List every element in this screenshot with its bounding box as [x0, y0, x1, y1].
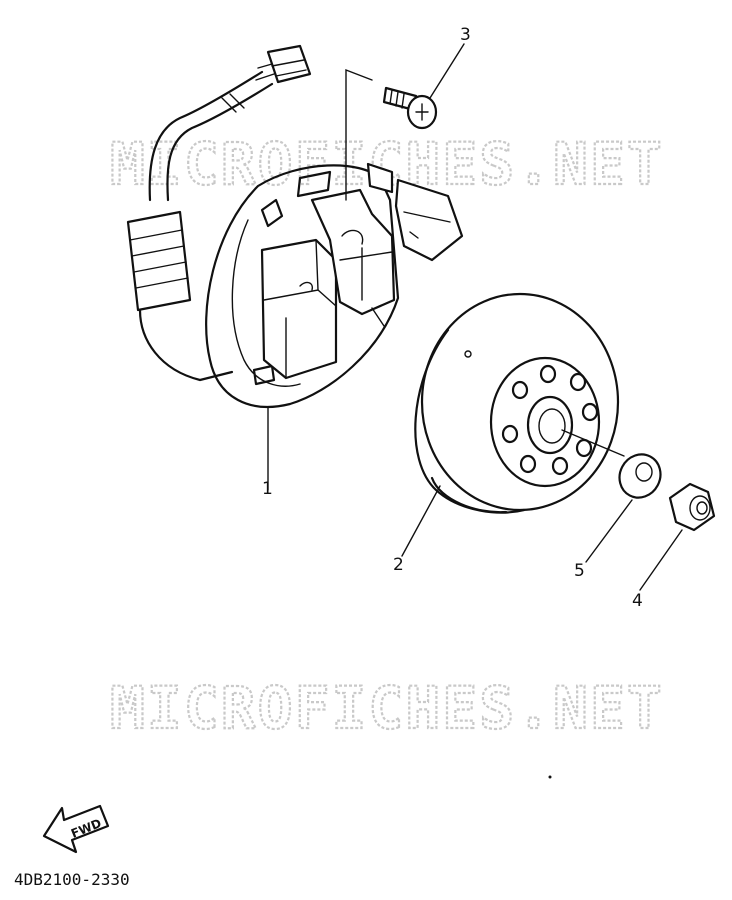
flywheel-rotor [401, 292, 625, 557]
leader-line-4 [639, 529, 683, 591]
screw-bracket-line [345, 68, 373, 201]
callout-4: 4 [632, 591, 643, 611]
stator-coil-small [310, 188, 396, 316]
washer [585, 453, 662, 563]
callout-3: 3 [460, 25, 471, 45]
nut [639, 482, 716, 591]
leader-line-3 [429, 43, 465, 99]
diagram-part-code: 4DB2100-2330 [14, 870, 130, 889]
wire-harness [148, 70, 264, 202]
forward-direction-arrow: FWD [42, 804, 110, 854]
stator-assembly [126, 44, 464, 491]
stator-coil-large [260, 238, 338, 380]
stator-base-plate [205, 164, 400, 408]
leader-line-5 [585, 499, 633, 563]
pickup-coil [366, 162, 464, 262]
callout-1: 1 [262, 479, 273, 499]
watermark-bottom: MICROFICHES.NET [110, 674, 664, 742]
screw [382, 43, 465, 130]
wire-grommet [126, 210, 234, 382]
wire-connector [255, 44, 312, 84]
callout-2: 2 [393, 555, 404, 575]
leader-line-2 [401, 485, 441, 557]
callout-5: 5 [574, 561, 585, 581]
